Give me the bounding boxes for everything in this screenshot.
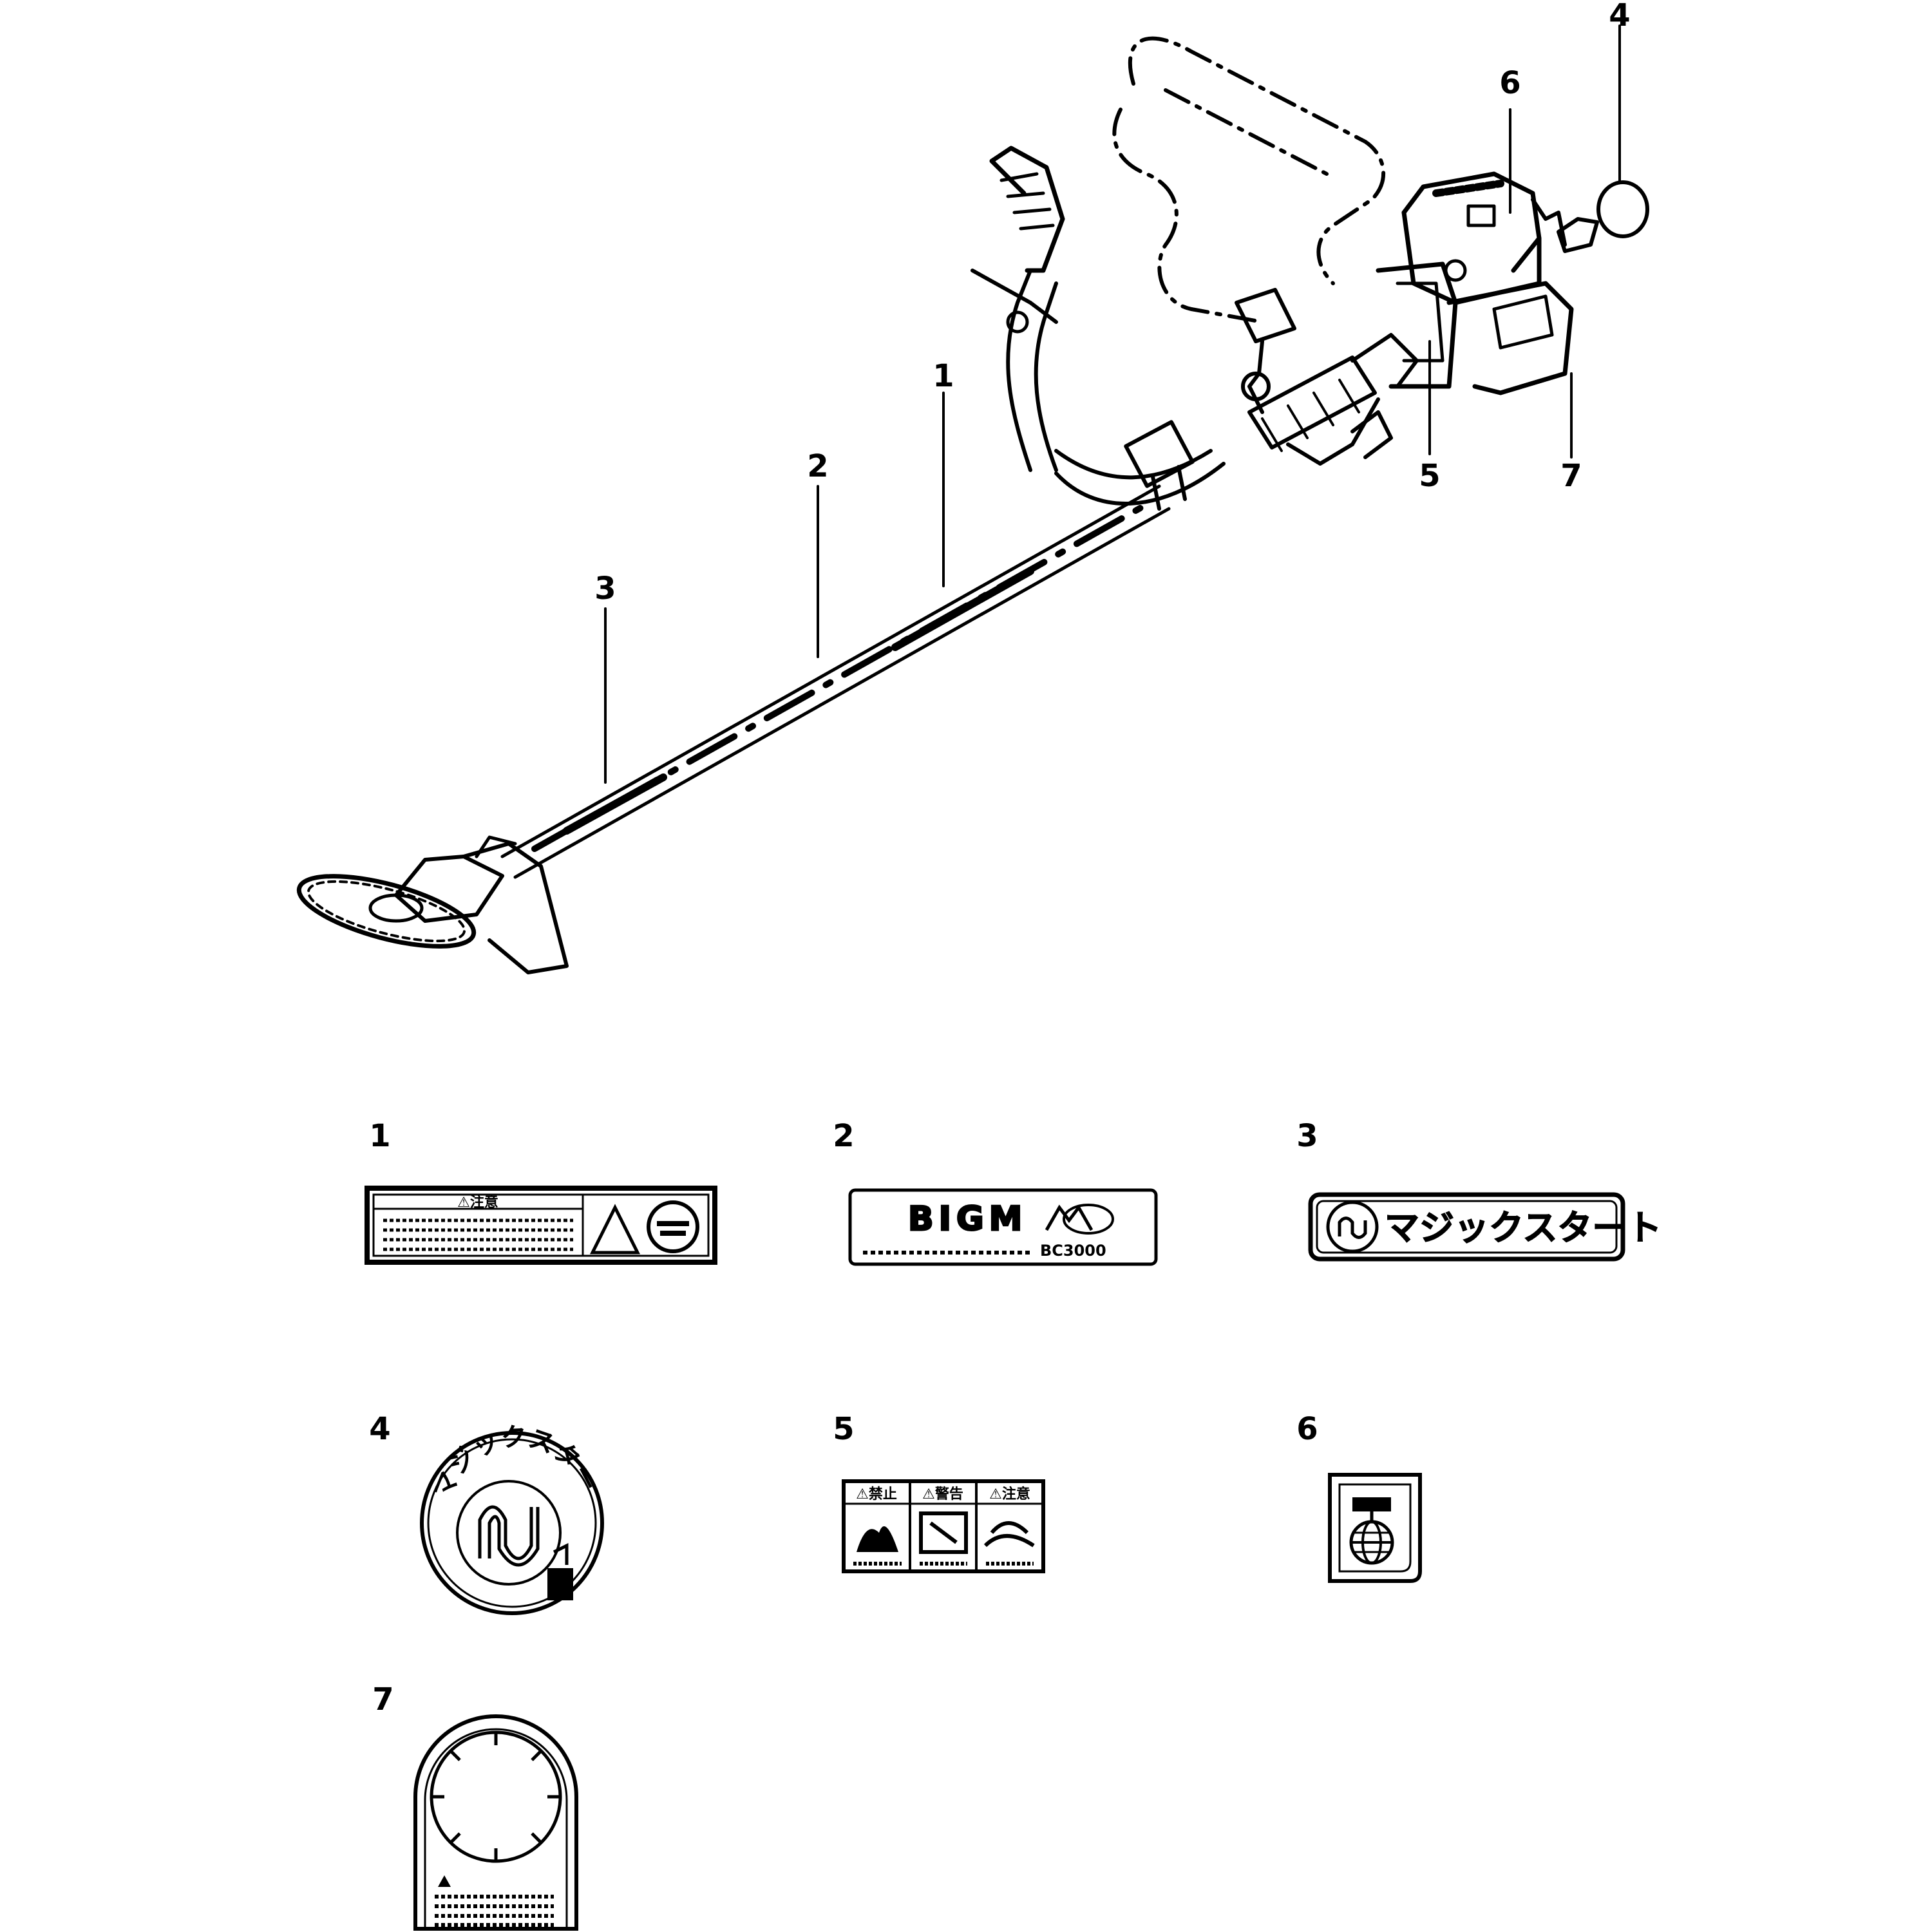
callout-7: 7 <box>1560 458 1582 494</box>
callout-4: 4 <box>1609 0 1630 33</box>
callout-6: 6 <box>1499 65 1520 101</box>
decal-5-number: 5 <box>833 1411 854 1447</box>
brand-oval-icon <box>1063 1204 1114 1235</box>
decal-2-brand: BIGM <box>908 1200 1027 1238</box>
harness-hook <box>1235 288 1296 414</box>
gear-head-guard <box>394 835 569 974</box>
fire-icon <box>857 1526 898 1552</box>
harness <box>1112 36 1385 324</box>
drive-shaft <box>500 484 1171 879</box>
decal-5-panel-3: ⚠注意 <box>989 1486 1030 1502</box>
hot-surface-icon <box>983 1521 1035 1548</box>
callout-1: 1 <box>933 358 954 394</box>
shaft-clamp <box>1124 420 1195 511</box>
blade <box>296 874 477 949</box>
mountain-logo-icon <box>1045 1204 1094 1231</box>
decal-7: 7 <box>372 1681 578 1931</box>
decal-1: 1 ⚠注意 <box>365 1118 717 1265</box>
decal-5-panel-2: ⚠警告 <box>922 1486 963 1502</box>
warning-triangle-icon <box>438 1875 451 1887</box>
decal-1-number: 1 <box>369 1118 390 1154</box>
decal-3-number: 3 <box>1296 1118 1318 1154</box>
decal-7-number: 7 <box>372 1681 393 1718</box>
leader-lines <box>604 24 1621 784</box>
brush-cutter-assembly <box>296 24 1649 974</box>
decal-1-header: ⚠注意 <box>457 1194 498 1211</box>
callout-3: 3 <box>594 571 616 607</box>
decal-1-fine-print <box>383 1218 573 1251</box>
callout-2: 2 <box>807 448 828 484</box>
decal-2-number: 2 <box>833 1118 854 1154</box>
engine <box>1350 171 1574 395</box>
warning-triangle-icon <box>589 1204 641 1255</box>
decal-5: 5 ⚠禁止 ⚠警告 ⚠注意 <box>833 1411 1045 1573</box>
decal-4-number: 4 <box>369 1411 390 1447</box>
decal-3: 3 マジックスタート <box>1296 1118 1663 1262</box>
decal-2: 2 BIGM BC3000 <box>833 1118 1158 1266</box>
decal-6: 6 <box>1296 1411 1422 1583</box>
decal-4-text: マジックスタート <box>0 0 603 1502</box>
throttle-grip <box>1247 355 1393 466</box>
magic-start-logo-icon <box>478 1505 540 1567</box>
safety-goggles-icon <box>647 1200 699 1253</box>
exhaust-icon <box>919 1511 968 1554</box>
decal-4: 4 マジックスタート <box>0 0 604 1615</box>
decal-2-model: BC3000 <box>1040 1242 1106 1260</box>
starter-cap <box>1557 180 1649 253</box>
magic-start-logo-icon <box>1326 1200 1379 1253</box>
decal-3-text: マジックスタート <box>1385 1208 1662 1248</box>
callout-5: 5 <box>1419 458 1440 494</box>
decal-6-number: 6 <box>1296 1411 1318 1447</box>
callout-labels: 1 2 3 4 5 6 7 <box>594 0 1630 607</box>
decal-5-panel-1: ⚠禁止 <box>856 1486 897 1502</box>
